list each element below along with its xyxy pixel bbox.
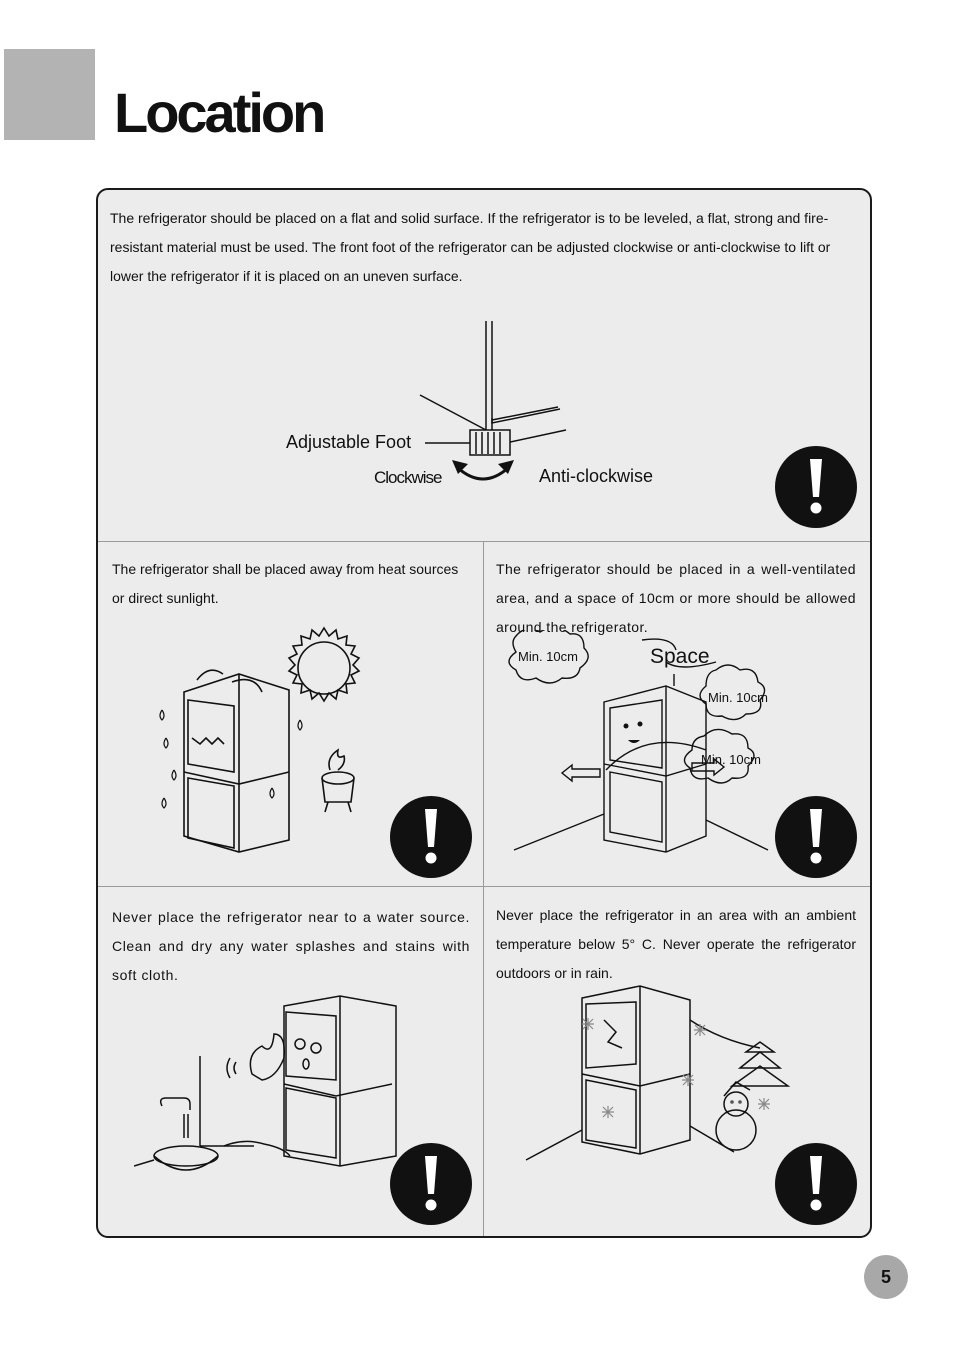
divider-row2 xyxy=(98,886,870,887)
water-source-illustration xyxy=(134,995,397,1171)
exclamation-warning-icon xyxy=(775,446,857,528)
exclamation-warning-icon xyxy=(775,796,857,878)
page-title: Location xyxy=(114,81,326,144)
clockwise-label: Clockwise xyxy=(374,468,443,487)
exclamation-warning-icon xyxy=(775,1143,857,1225)
cold-temperature-illustration xyxy=(525,985,791,1161)
adjustable-foot-illustration xyxy=(419,321,567,481)
ventilation-space-illustration xyxy=(508,630,769,853)
temperature-text: Never place the refrigerator in an area … xyxy=(496,907,856,981)
heat-source-illustration xyxy=(159,626,361,853)
space-label: Space xyxy=(650,645,710,668)
divider-column xyxy=(483,541,484,1236)
adjustable-foot-label: Adjustable Foot xyxy=(286,432,412,452)
anticlockwise-label: Anti-clockwise xyxy=(539,466,654,486)
instruction-panel: The refrigerator should be placed on a f… xyxy=(96,188,872,1238)
min-right-top-label: Min. 10cm xyxy=(708,690,768,705)
page-number: 5 xyxy=(864,1255,908,1299)
min-left-label: Min. 10cm xyxy=(518,649,578,664)
ventilation-text: The refrigerator should be placed in a w… xyxy=(496,561,856,635)
header-gray-block xyxy=(4,49,95,140)
min-right-bottom-label: Min. 10cm xyxy=(701,752,761,767)
surface-text: The refrigerator should be placed on a f… xyxy=(110,210,831,284)
exclamation-warning-icon xyxy=(390,1143,472,1225)
divider-row1 xyxy=(98,541,870,542)
heat-text: The refrigerator shall be placed away fr… xyxy=(112,561,459,606)
water-text: Never place the refrigerator near to a w… xyxy=(112,909,470,983)
exclamation-warning-icon xyxy=(390,796,472,878)
